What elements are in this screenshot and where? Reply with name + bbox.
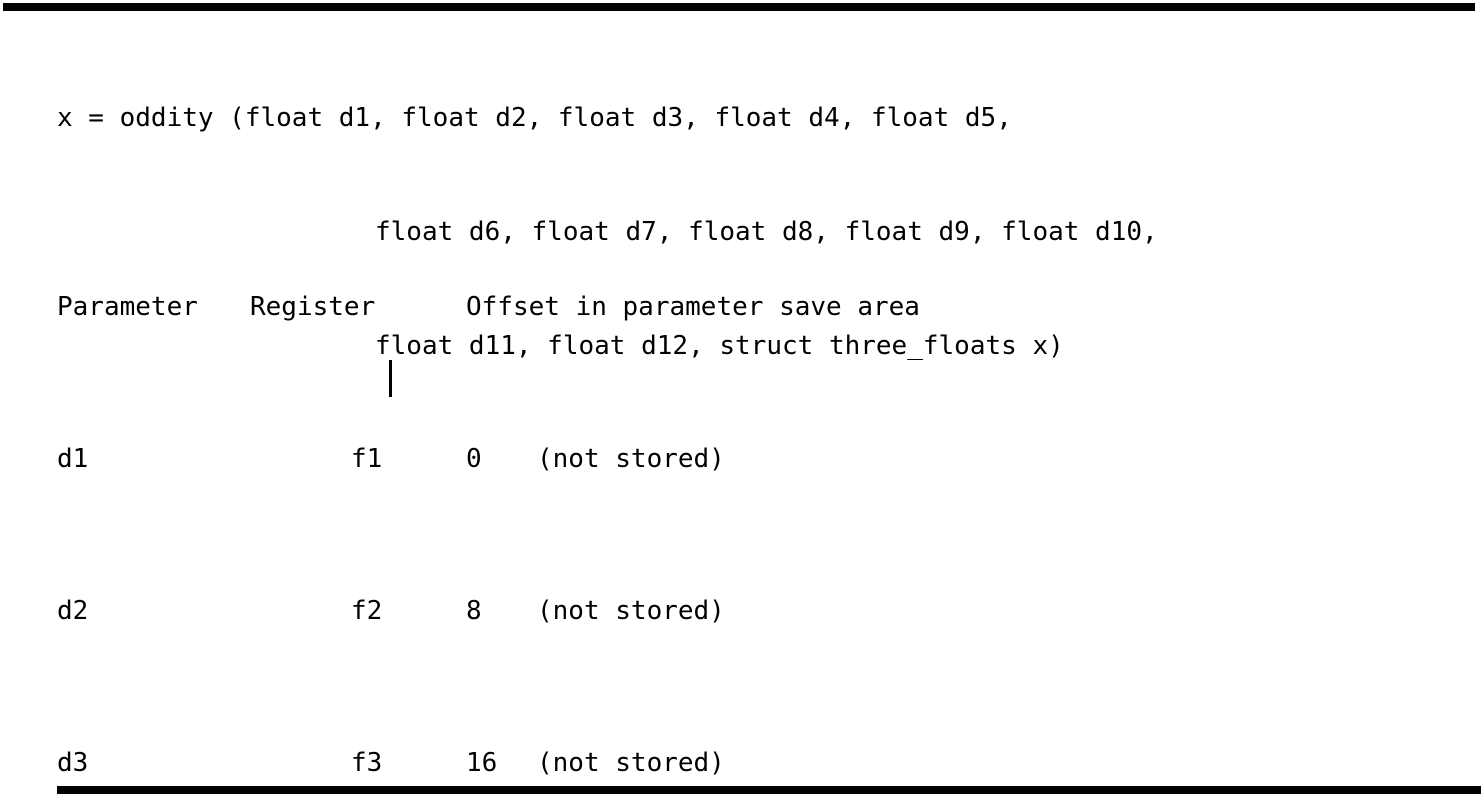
- top-horizontal-rule: [3, 3, 1475, 11]
- table-header-row: Parameter Register Offset in parameter s…: [0, 288, 1481, 326]
- parameter-cell: d2: [57, 596, 89, 626]
- text-caret: [389, 360, 392, 397]
- offset-cell: 0: [466, 444, 482, 474]
- parameter-table: Parameter Register Offset in parameter s…: [0, 174, 1481, 798]
- table-row: d3 f3 16 (not stored): [0, 744, 1481, 782]
- signature-line-1: x = oddity (float d1, float d2, float d3…: [57, 103, 1012, 133]
- header-offset: Offset in parameter save area: [466, 292, 920, 322]
- parameter-cell: d1: [57, 444, 89, 474]
- parameter-cell: d3: [57, 748, 89, 778]
- table-row: d2 f2 8 (not stored): [0, 592, 1481, 630]
- table-row: d1 f1 0 (not stored): [0, 440, 1481, 478]
- signature-line-3: float d11, float d12, struct three_float…: [375, 331, 1064, 361]
- register-cell: f1: [351, 444, 383, 474]
- header-parameter: Parameter: [57, 292, 198, 322]
- register-cell: f2: [351, 596, 383, 626]
- offset-cell: 16: [466, 748, 498, 778]
- signature-line-2: float d6, float d7, float d8, float d9, …: [375, 217, 1158, 247]
- bottom-horizontal-rule: [57, 786, 1481, 794]
- note-cell: (not stored): [537, 596, 725, 626]
- offset-cell: 8: [466, 596, 482, 626]
- function-signature: x = oddity (float d1, float d2, float d3…: [0, 23, 1481, 441]
- header-register: Register: [250, 292, 376, 322]
- note-cell: (not stored): [537, 748, 725, 778]
- register-cell: f3: [351, 748, 383, 778]
- note-cell: (not stored): [537, 444, 725, 474]
